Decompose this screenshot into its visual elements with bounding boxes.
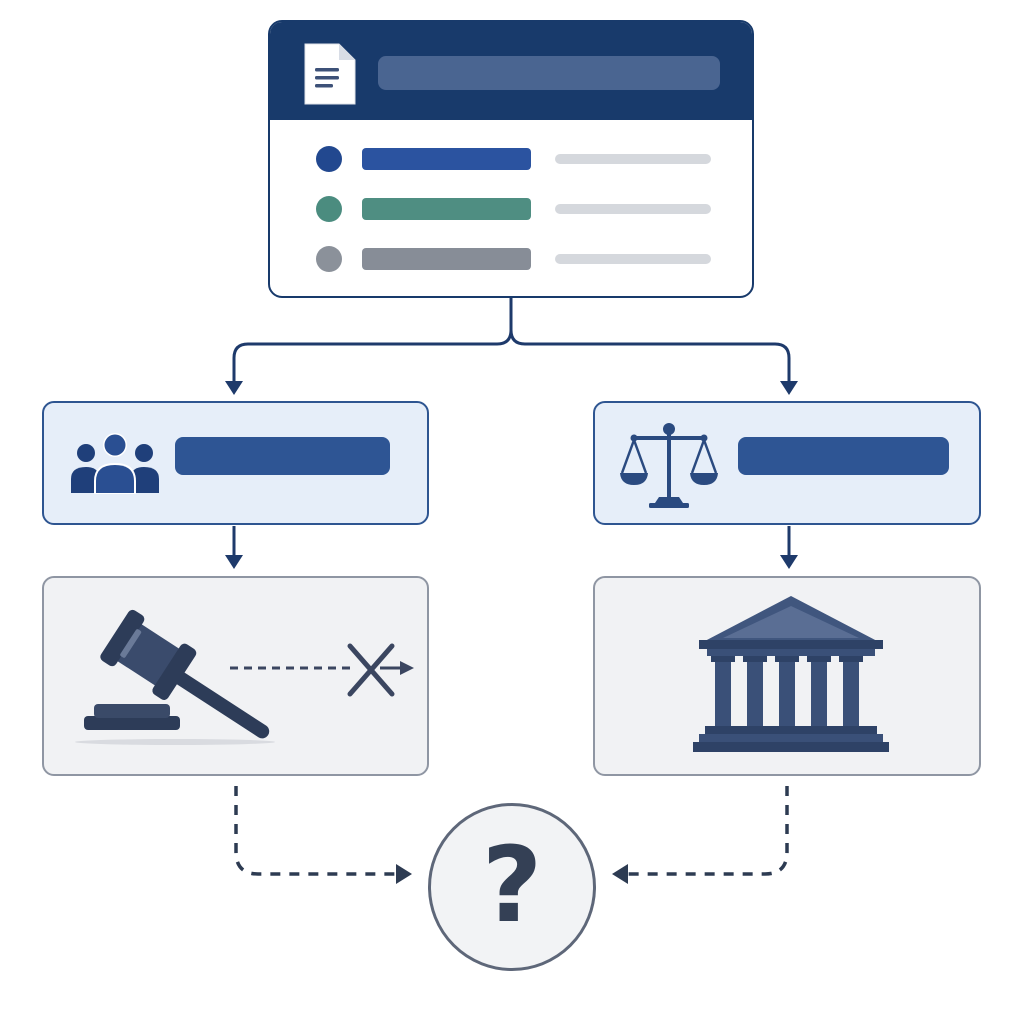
right-down-arrow-head [780,555,798,569]
gavel-icon [75,609,275,745]
document-header [270,22,752,120]
arrow-head-left [225,381,243,395]
people-group-icon [71,433,159,494]
row-indicator-dot [316,196,342,222]
row-label-placeholder [362,198,531,220]
row-value-placeholder [555,254,711,264]
left-outcome-box [42,576,429,776]
left-dashed-arrow-head [396,864,412,884]
unknown-outcome-circle: ? [428,803,596,971]
blocked-arrow-x-icon [230,643,414,697]
row-value-placeholder [555,204,711,214]
right-outcome-box [593,576,981,776]
question-mark-icon: ? [431,806,593,968]
document-icon [304,43,356,105]
row-indicator-dot [316,246,342,272]
left-dashed-connector [234,786,398,876]
arrow-head-right [780,381,798,395]
right-branch-label-placeholder [738,437,949,475]
scales-of-justice-icon [620,423,718,508]
split-connector [232,298,513,384]
split-connector-right [509,329,791,384]
row-value-placeholder [555,154,711,164]
document-title-placeholder [378,56,720,90]
right-branch-box [593,401,981,525]
right-dashed-connector [626,786,789,876]
row-label-placeholder [362,248,531,270]
left-branch-label-placeholder [175,437,390,475]
right-dashed-arrow-head [612,864,628,884]
left-branch-box [42,401,429,525]
row-indicator-dot [316,146,342,172]
document-card [268,20,754,298]
row-label-placeholder [362,148,531,170]
left-down-arrow-head [225,555,243,569]
courthouse-icon [693,596,889,752]
question-symbol: ? [481,824,543,946]
